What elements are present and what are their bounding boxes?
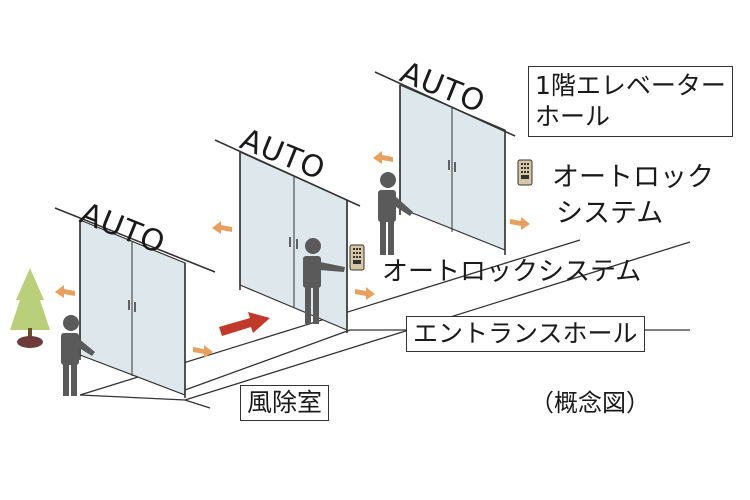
entrance-hall-label: エントランスホール	[406, 316, 645, 352]
door-direction-arrows	[55, 151, 530, 358]
autolock-label-upper: オートロック システム	[552, 160, 714, 233]
autolock-label-lower: オートロックシステム	[382, 257, 642, 287]
door-handles	[128, 160, 456, 312]
person-elevator-hall	[378, 172, 413, 255]
windbreak-room-label: 風除室	[240, 385, 330, 421]
autolock-label-upper-line2: システム	[556, 198, 664, 230]
elevator-hall-label: 1階エレベーター ホール	[528, 66, 733, 137]
auto-door-3	[374, 71, 516, 255]
walking-direction-arrow	[219, 312, 270, 336]
potted-plant	[10, 268, 50, 348]
autolock-panel-icon	[517, 159, 533, 186]
autolock-panel-icon	[349, 244, 365, 271]
person-windbreak	[61, 315, 95, 396]
autolock-label-upper-line1: オートロック	[552, 162, 714, 193]
person-entrance-hall	[303, 238, 345, 324]
concept-note: （概念図）	[530, 389, 650, 417]
elevator-hall-label-line1: 1階エレベーター	[535, 71, 726, 100]
elevator-hall-label-line2: ホール	[535, 102, 611, 132]
auto-door-1	[54, 207, 216, 398]
